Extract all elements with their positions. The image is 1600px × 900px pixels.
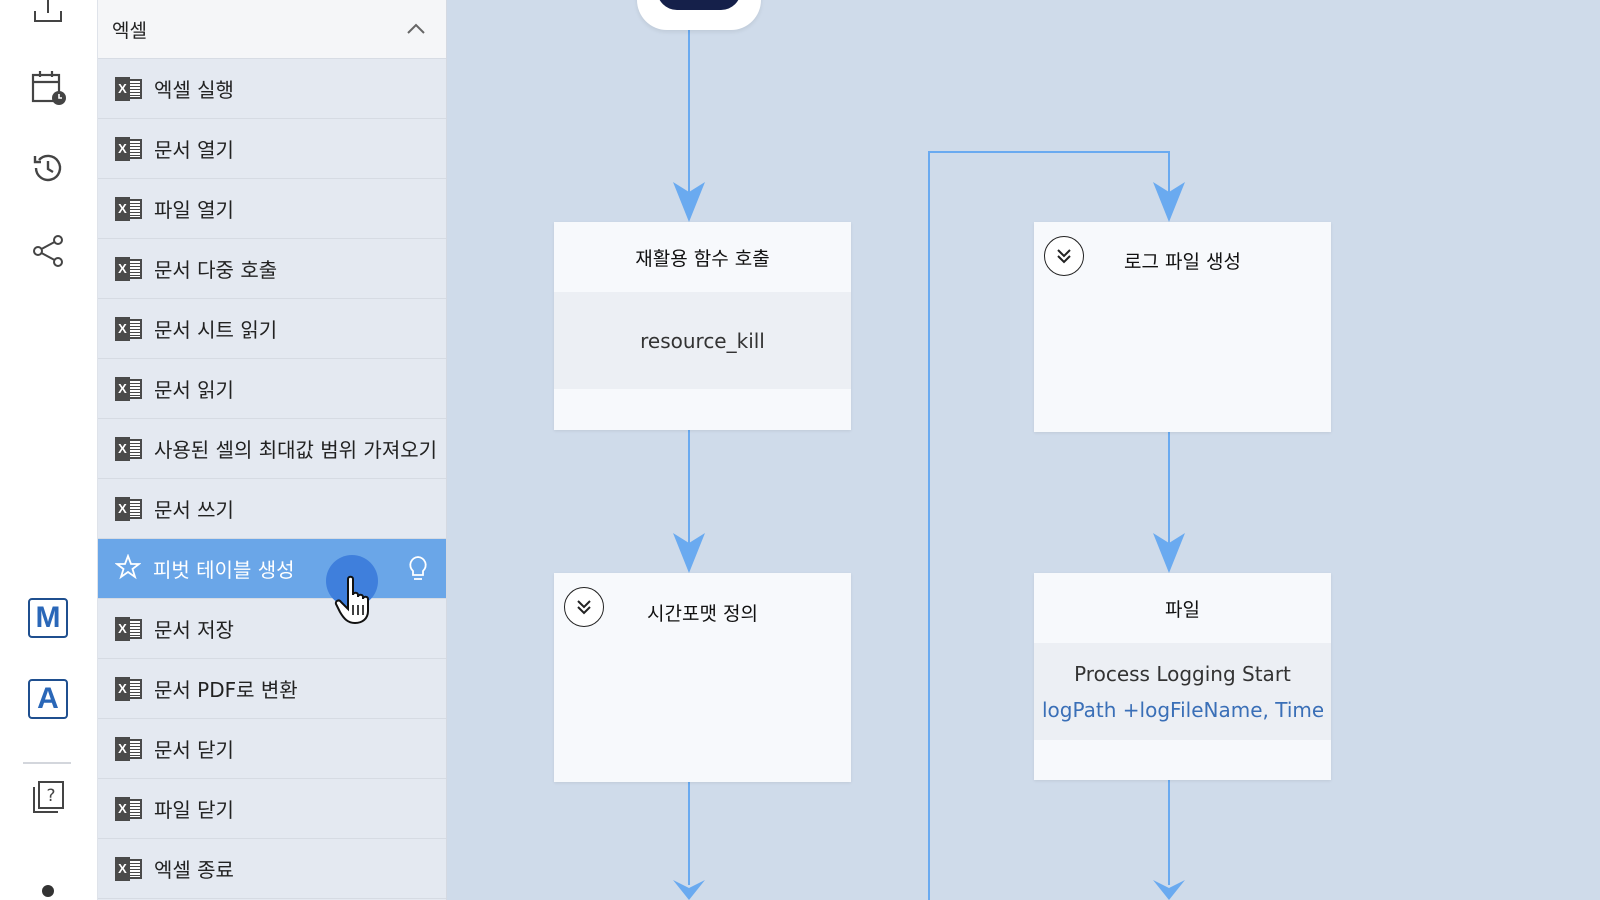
activity-label: 엑셀 실행 — [154, 78, 234, 102]
activity-item[interactable]: X 문서 저장 — [98, 599, 446, 659]
activity-list: X 엑셀 실행 X 문서 열기 X 파일 열기 X 문서 다중 호출 X 문서 시트 읽기 X 문서 … — [98, 59, 446, 899]
param-value: resource_kill — [640, 328, 765, 353]
activity-item[interactable]: X 문서 닫기 — [98, 719, 446, 779]
node-reuse-function[interactable]: 재활용 함수 호출 resource_kill — [554, 222, 851, 430]
excel-icon: X — [115, 436, 142, 461]
chevron-up-icon[interactable] — [406, 20, 426, 39]
expand-icon[interactable] — [1044, 236, 1084, 276]
arrowhead-bottom-right — [1153, 880, 1185, 900]
activity-item[interactable]: X 문서 읽기 — [98, 359, 446, 419]
activity-label: 문서 열기 — [154, 138, 234, 162]
arrowhead-reuse — [673, 182, 705, 222]
node-title: 파일 — [1165, 599, 1200, 621]
rail-divider — [23, 762, 71, 764]
excel-icon: X — [115, 76, 142, 101]
excel-icon: X — [115, 676, 142, 701]
category-header-excel[interactable]: 엑셀 — [98, 0, 446, 59]
activity-item[interactable]: X 문서 시트 읽기 — [98, 299, 446, 359]
node-timeformat[interactable]: 시간포맷 정의 — [554, 573, 851, 782]
excel-icon: X — [115, 196, 142, 221]
activity-label: 문서 읽기 — [154, 378, 234, 402]
excel-icon: X — [115, 856, 142, 881]
activity-item[interactable]: X 파일 열기 — [98, 179, 446, 239]
activity-label: 문서 저장 — [154, 618, 234, 642]
param-expression: logPath +logFileName, Time.r — [1042, 697, 1323, 722]
upload-icon[interactable] — [26, 0, 70, 32]
node-title: 시간포맷 정의 — [647, 603, 758, 625]
activity-item[interactable]: X 문서 쓰기 — [98, 479, 446, 539]
start-node-core — [657, 0, 741, 10]
activity-label: 피벗 테이블 생성 — [153, 558, 295, 582]
excel-icon: X — [115, 736, 142, 761]
excel-icon: X — [115, 376, 142, 401]
activity-item[interactable]: X 엑셀 종료 — [98, 839, 446, 899]
node-params: Process Logging Start logPath +logFileNa… — [1034, 643, 1331, 740]
activity-item[interactable]: X 파일 닫기 — [98, 779, 446, 839]
a-app-icon[interactable]: A — [26, 677, 70, 721]
a-badge: A — [28, 679, 68, 719]
excel-icon: X — [115, 496, 142, 521]
activity-item[interactable]: X 문서 다중 호출 — [98, 239, 446, 299]
arrowhead-timeformat — [673, 533, 705, 573]
arrowhead-logfile — [1153, 182, 1185, 222]
node-title: 로그 파일 생성 — [1124, 251, 1241, 273]
excel-icon: X — [115, 136, 142, 161]
excel-icon: X — [115, 316, 142, 341]
excel-icon: X — [115, 796, 142, 821]
calendar-clock-icon[interactable] — [26, 65, 70, 109]
activity-label: 파일 닫기 — [154, 798, 234, 822]
excel-icon: X — [115, 616, 142, 641]
activity-item[interactable]: X 엑셀 실행 — [98, 59, 446, 119]
arrowhead-file — [1153, 533, 1185, 573]
rail-dot — [42, 885, 54, 897]
activity-item[interactable]: X 문서 PDF로 변환 — [98, 659, 446, 719]
history-icon[interactable] — [26, 146, 70, 190]
connectors — [673, 30, 1185, 900]
help-book-icon[interactable]: ? — [26, 775, 70, 819]
activity-item[interactable]: X 문서 열기 — [98, 119, 446, 179]
hand-cursor-icon — [334, 575, 384, 629]
activity-label: 문서 닫기 — [154, 738, 234, 762]
m-badge: M — [28, 598, 68, 638]
star-icon[interactable] — [114, 552, 142, 584]
param-message: Process Logging Start — [1074, 661, 1291, 686]
activity-label: 문서 PDF로 변환 — [154, 678, 298, 702]
node-file[interactable]: 파일 Process Logging Start logPath +logFil… — [1034, 573, 1331, 780]
arrowhead-bottom-left — [673, 880, 705, 900]
share-icon[interactable] — [26, 229, 70, 273]
excel-icon: X — [115, 256, 142, 281]
start-node[interactable] — [637, 0, 761, 30]
activity-item[interactable]: X 사용된 셀의 최대값 범위 가져오기 — [98, 419, 446, 479]
activity-label: 문서 쓰기 — [154, 498, 234, 522]
expand-icon[interactable] — [564, 587, 604, 627]
activity-label: 엑셀 종료 — [154, 858, 234, 882]
activity-label: 사용된 셀의 최대값 범위 가져오기 — [154, 438, 438, 462]
activity-label: 문서 다중 호출 — [154, 258, 278, 282]
lightbulb-icon[interactable] — [408, 555, 428, 587]
flow-canvas[interactable]: 재활용 함수 호출 resource_kill 시간포맷 정의 로그 파일 생성… — [447, 0, 1600, 900]
activity-label: 파일 열기 — [154, 198, 234, 222]
node-log-file[interactable]: 로그 파일 생성 — [1034, 222, 1331, 432]
svg-text:?: ? — [46, 786, 55, 806]
m-app-icon[interactable]: M — [26, 596, 70, 640]
category-title: 엑셀 — [112, 19, 147, 42]
activity-item[interactable]: 피벗 테이블 생성 — [98, 539, 446, 625]
node-params: resource_kill — [554, 292, 851, 389]
node-title: 재활용 함수 호출 — [635, 248, 770, 270]
activity-label: 문서 시트 읽기 — [154, 318, 278, 342]
icon-rail: M A ? — [0, 0, 97, 900]
